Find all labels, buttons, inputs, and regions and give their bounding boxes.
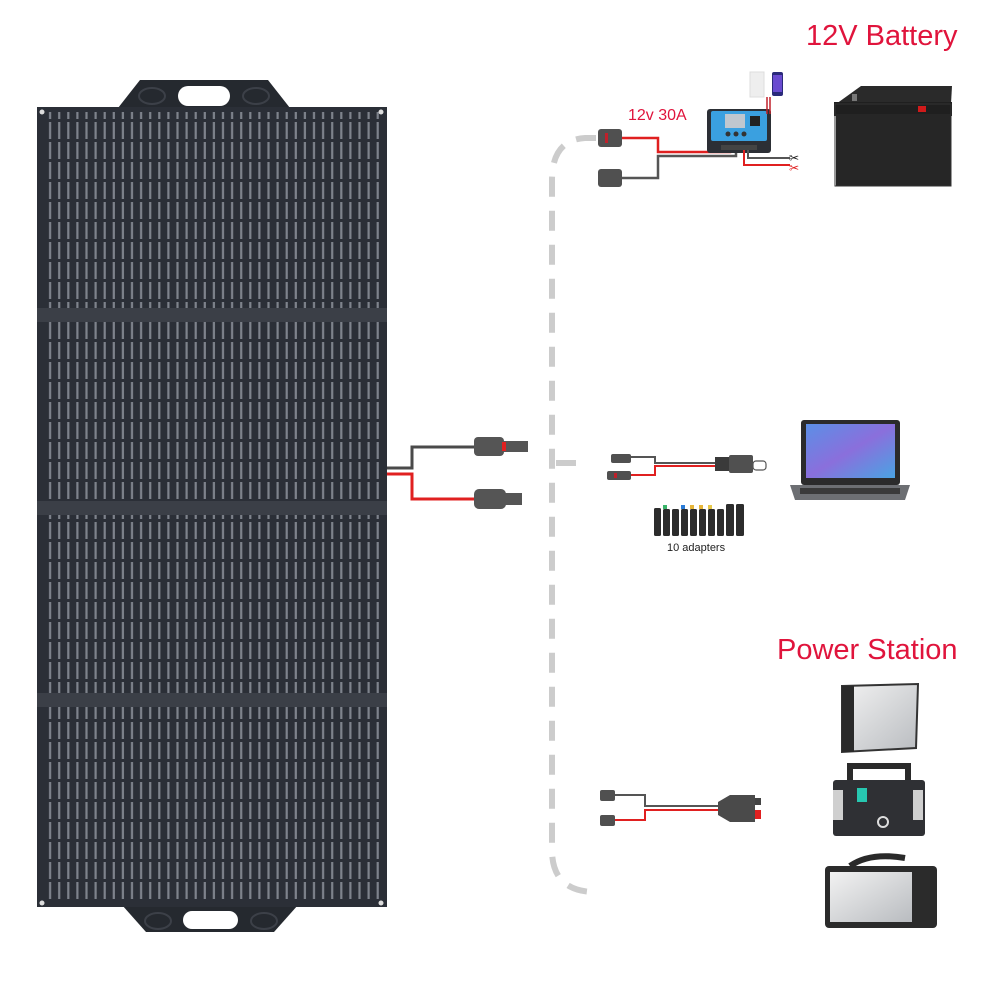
power-station-2 [833, 763, 925, 836]
usb-device-icon [749, 71, 765, 98]
adapters-label: 10 adapters [667, 542, 726, 554]
power-station-branch [600, 682, 937, 928]
panel-output-cable [387, 437, 528, 509]
battery-branch: ✂ ✂ [598, 71, 952, 187]
fold-line-2 [37, 501, 387, 515]
top-handle-hole [178, 86, 230, 106]
anderson-connector [718, 795, 755, 822]
branch-dashed-line [549, 135, 598, 895]
solar-panel [37, 80, 387, 932]
battery-title: 12V Battery [806, 20, 958, 52]
bottom-handle-hole [183, 911, 238, 929]
fold-line-3 [37, 693, 387, 707]
laptop-image [790, 420, 910, 500]
charge-controller [707, 109, 771, 153]
red-clamp-icon: ✂ [789, 161, 799, 175]
power-station-3 [825, 853, 937, 928]
power-station-title: Power Station [777, 634, 958, 666]
battery-image [834, 86, 952, 187]
power-station-1 [841, 682, 920, 754]
black-clamp-icon: ✂ [789, 151, 799, 165]
controller-label: 12v 30A [628, 107, 687, 124]
laptop-branch [607, 420, 910, 536]
fold-line-1 [37, 308, 387, 322]
adapter-tips [654, 504, 744, 536]
